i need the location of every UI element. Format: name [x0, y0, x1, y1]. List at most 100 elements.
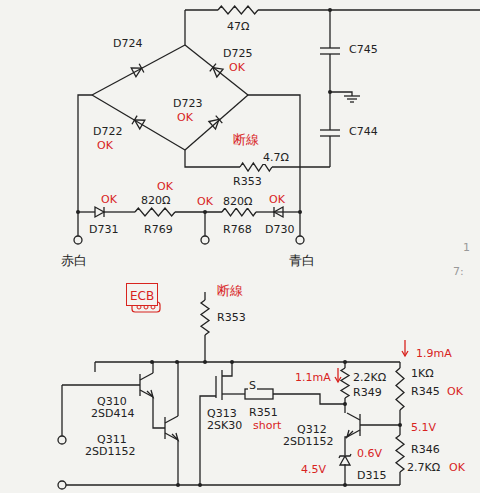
label-holder: C744: [348, 122, 379, 138]
label-holder: D724: [112, 34, 143, 50]
wire: [222, 393, 245, 394]
label-holder: OK: [228, 58, 246, 74]
part-label: 1KΩ: [410, 367, 435, 380]
junction-dot: [328, 8, 332, 12]
label-holder: OK: [446, 382, 464, 398]
junction-dot: [198, 483, 202, 487]
wire: [404, 340, 405, 356]
note-text: 断線: [216, 283, 244, 298]
label-holder: R769: [143, 220, 174, 236]
label-holder: R349: [352, 383, 383, 399]
wire: [175, 211, 222, 212]
wire: [222, 362, 232, 376]
part-label: R769: [143, 223, 174, 236]
wire: [399, 362, 400, 368]
wire: [350, 101, 354, 102]
wire: [201, 300, 209, 335]
label-holder: 2SK30: [206, 416, 243, 432]
wire: [221, 370, 222, 400]
terminal: [74, 236, 82, 244]
wire: [204, 292, 205, 300]
part-label: OK: [446, 385, 464, 398]
wire: [184, 10, 185, 45]
wire: [62, 384, 140, 385]
part-label: D724: [112, 37, 143, 50]
wire: [347, 430, 360, 437]
wire: [204, 212, 205, 236]
label-holder: D725: [222, 44, 253, 60]
diode-symbol: [209, 116, 222, 129]
wire: [66, 484, 400, 485]
label-holder: 2.7KΩ: [406, 458, 441, 474]
wire: [78, 211, 95, 212]
part-label: 47Ω: [226, 20, 250, 33]
label-holder: D731: [88, 220, 119, 236]
label-holder: R346: [410, 440, 441, 456]
label-holder: D315: [356, 466, 387, 482]
wire: [215, 376, 216, 398]
label-holder: 5.1V: [410, 418, 437, 434]
wire: [177, 362, 178, 416]
part-label: R768: [222, 223, 253, 236]
part-label: 5.1V: [410, 421, 437, 434]
wire: [61, 385, 62, 436]
wire: [360, 424, 400, 425]
part-label: 1: [462, 241, 471, 254]
junction-dot: [343, 402, 347, 406]
label-holder: R353: [232, 172, 263, 188]
label-holder: OK: [448, 458, 466, 474]
wire: [347, 98, 357, 99]
part-label: OK: [156, 180, 174, 193]
part-label: R353: [216, 311, 247, 324]
wire: [341, 368, 349, 398]
wire: [256, 211, 274, 212]
wire: [347, 413, 360, 420]
label-holder: 青白: [288, 252, 316, 268]
wire: [258, 9, 480, 10]
wire: [172, 433, 178, 440]
label-holder: 1.1mA: [294, 368, 332, 384]
wire: [140, 373, 153, 380]
wire: [135, 208, 175, 216]
label-holder: OK: [268, 190, 286, 206]
part-label: R353: [232, 175, 263, 188]
label-holder: Q313: [206, 404, 238, 420]
label-holder: 47Ω: [226, 17, 250, 33]
junction-dot: [298, 210, 302, 214]
label-holder: OK: [96, 136, 114, 152]
terminal: [201, 236, 209, 244]
wire: [204, 335, 205, 362]
wire: [164, 417, 165, 439]
part-label: OK: [96, 139, 114, 152]
part-label: 2SD1152: [282, 435, 334, 448]
label-holder: Q310: [96, 392, 128, 408]
label-holder: R351: [248, 403, 279, 419]
wire: [273, 394, 345, 404]
wire: [165, 433, 178, 440]
wire: [272, 166, 330, 167]
junction-dot: [176, 483, 180, 487]
note-text: 青白: [288, 253, 316, 268]
part-label: D722: [92, 125, 123, 138]
label-holder: 2.2KΩ: [352, 368, 387, 384]
label-holder: OK: [156, 177, 174, 193]
wire: [104, 211, 135, 212]
wire: [320, 129, 340, 130]
wire: [248, 95, 300, 236]
label-holder: OK: [196, 192, 214, 208]
label-holder: 820Ω: [222, 192, 253, 208]
part-label: 7:: [452, 265, 465, 278]
part-label: 2.2KΩ: [352, 371, 387, 384]
label-holder: D723: [172, 94, 203, 110]
part-label: 820Ω: [222, 195, 253, 208]
label-holder: 2SD1152: [282, 432, 334, 448]
wire: [402, 351, 408, 356]
part-label: 2SD1152: [84, 445, 136, 458]
label-holder: Q312: [296, 420, 328, 436]
label-holder: short: [252, 416, 282, 432]
part-label: 4.7Ω: [262, 151, 290, 164]
part-label: R351: [248, 406, 279, 419]
part-label: S: [248, 379, 257, 392]
part-label: OK: [448, 461, 466, 474]
part-label: 1.1mA: [294, 371, 332, 384]
